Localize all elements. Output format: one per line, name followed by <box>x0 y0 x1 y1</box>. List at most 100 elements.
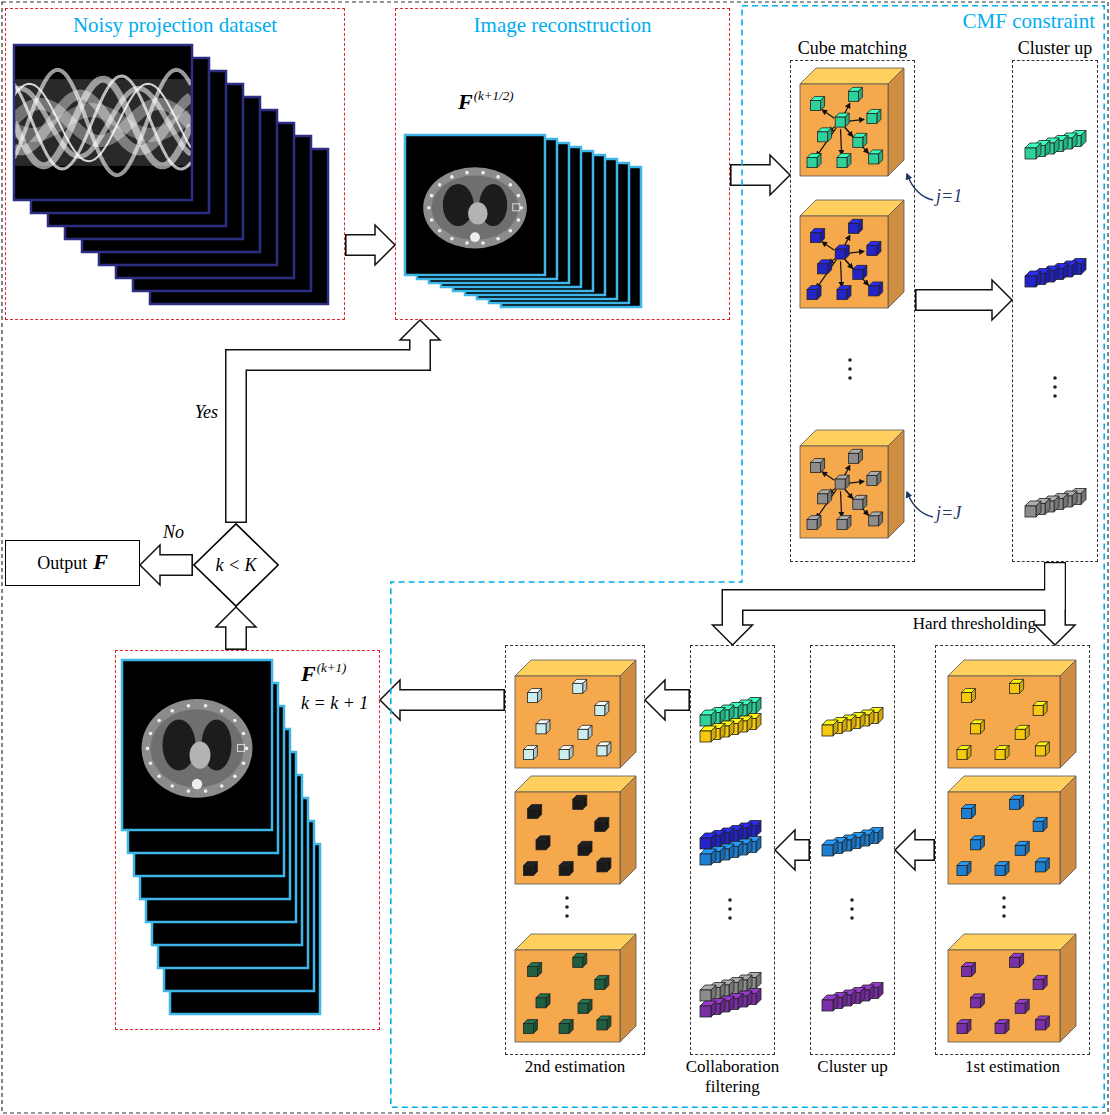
ct-rib <box>233 774 237 778</box>
cube-side <box>1005 862 1009 876</box>
cube-side <box>878 708 883 724</box>
cube-front <box>1025 506 1036 517</box>
match-arrow <box>822 472 834 480</box>
node-text: F <box>458 89 473 114</box>
cube-side <box>1063 136 1068 152</box>
cube-side <box>888 430 904 538</box>
cube-side <box>1060 776 1076 884</box>
cube-side <box>538 689 542 703</box>
match-arrow <box>841 491 842 516</box>
cube-top <box>800 200 904 216</box>
cube-top <box>515 934 636 950</box>
text-group: 2nd estimation <box>496 1057 654 1077</box>
cube-front <box>867 475 877 485</box>
cube-front <box>595 821 605 831</box>
node-text: Collaboration filtering <box>671 1057 794 1096</box>
cube-side <box>1060 660 1076 768</box>
ct-lung <box>163 720 196 771</box>
cube-front <box>1035 862 1045 872</box>
projection-front <box>14 45 192 200</box>
cube-side <box>967 1020 971 1034</box>
match-arrow <box>845 489 868 515</box>
arrow-body <box>236 338 420 522</box>
ellipsis-dot <box>848 358 852 362</box>
cube-front <box>700 715 711 726</box>
ct-rib <box>204 789 208 793</box>
cube-side <box>1081 131 1086 147</box>
ct-spine <box>470 232 480 242</box>
cube-front <box>578 845 588 855</box>
cube-front <box>948 676 1060 768</box>
cube-side <box>1043 975 1047 989</box>
cube-side <box>1045 499 1050 515</box>
cube-front <box>822 1000 833 1011</box>
cube-side <box>851 835 856 851</box>
cube-side <box>738 842 743 858</box>
cube-side <box>1045 1016 1049 1030</box>
cube-side <box>533 1020 537 1034</box>
node-text: (k+1/2) <box>474 89 514 104</box>
node-text: k < K <box>215 555 256 576</box>
match-arrow <box>841 129 842 154</box>
arrow-head <box>400 320 440 340</box>
cube-side <box>845 475 849 489</box>
text-group: F(k+1/2) <box>458 89 514 114</box>
region-outline <box>390 5 1105 1108</box>
cube-front <box>1015 1003 1025 1013</box>
cube-front <box>970 998 980 1008</box>
cube-side <box>711 849 716 865</box>
cube-side <box>1054 266 1059 282</box>
cube-side <box>533 862 537 876</box>
cube-side <box>588 725 592 739</box>
cluster-box: Cluster up <box>1012 60 1098 562</box>
cube-side <box>1045 742 1049 756</box>
cube-side <box>821 97 825 111</box>
cube-group <box>1025 259 1086 288</box>
cube-front <box>528 693 538 703</box>
ct-heart <box>190 742 211 769</box>
ct-rib <box>465 241 469 245</box>
cube-side <box>869 830 874 846</box>
cube-front <box>559 750 569 760</box>
slice-stack <box>122 660 320 1014</box>
ct-rib <box>157 774 161 778</box>
ct-rib <box>242 732 246 736</box>
cube-front <box>536 998 546 1008</box>
cube-front <box>961 967 971 977</box>
match-arrow <box>822 110 834 118</box>
node-text: Output <box>37 553 87 574</box>
text-group: CMF constraint <box>963 9 1095 33</box>
cube-side <box>729 721 734 737</box>
text-group: Cube matching <box>771 38 934 59</box>
cube-side <box>833 720 838 736</box>
decision-diamond: k < K <box>193 523 279 607</box>
cube-front <box>848 223 858 233</box>
output-box: OutputF <box>5 540 140 586</box>
volume-cube <box>515 776 636 884</box>
cube-side <box>588 841 592 855</box>
ct-rib <box>517 194 521 198</box>
cube-side <box>546 720 550 734</box>
cube-side <box>1045 269 1050 285</box>
sinogram <box>14 70 192 175</box>
node-text: CMF constraint <box>963 9 1095 33</box>
cube-side <box>756 989 761 1005</box>
cube-side <box>620 776 636 884</box>
ct-rib <box>187 789 191 793</box>
ct-body-inner <box>151 709 244 787</box>
match-arrow <box>841 261 842 286</box>
cube-side <box>588 999 592 1013</box>
ct-rib <box>438 183 442 187</box>
connector-fills <box>158 175 1056 850</box>
arrow-body <box>158 556 192 575</box>
ct-rib <box>496 175 500 179</box>
cube-side <box>756 837 761 853</box>
sinogram-trace <box>14 76 191 169</box>
arrow-body <box>398 691 504 710</box>
slice-stack <box>405 135 641 307</box>
cube-group <box>700 837 761 866</box>
ellipsis-dot <box>728 907 732 911</box>
ellipsis-dot <box>565 914 569 918</box>
cube-front <box>818 132 828 142</box>
